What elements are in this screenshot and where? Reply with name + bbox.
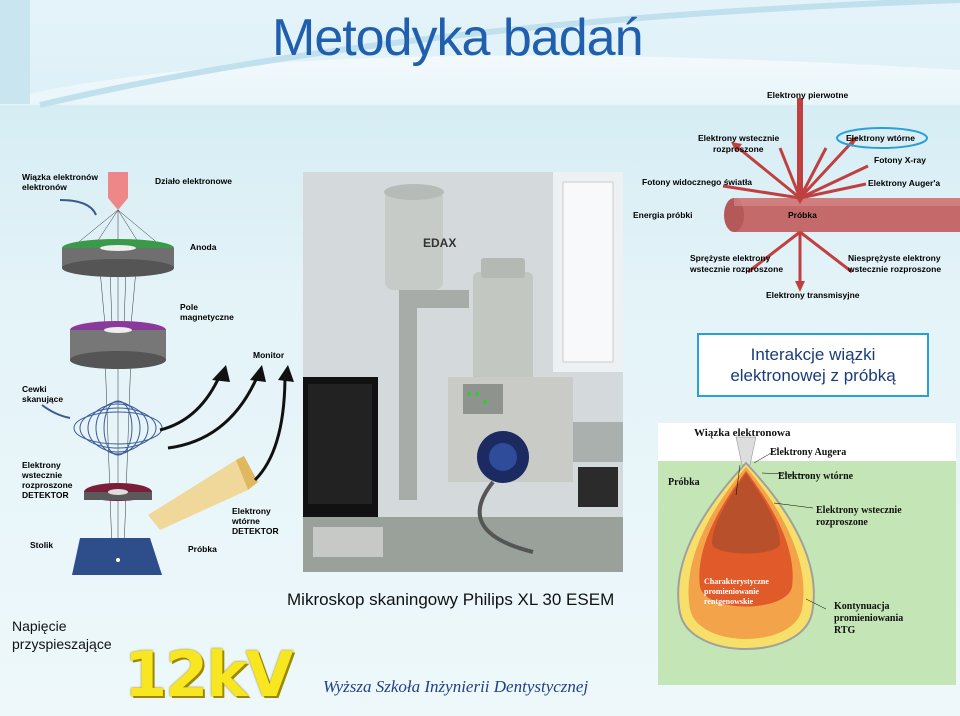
label-elastic-2: wstecznie rozproszone	[689, 264, 783, 274]
label-auger: Elektrony Auger'a	[868, 178, 940, 188]
label-field-1: Pole	[180, 302, 198, 312]
label-transmission: Elektrony transmisyjne	[766, 290, 860, 300]
label-se-3: DETEKTOR	[232, 526, 279, 536]
label-elastic-1: Sprężyste elektrony	[690, 253, 771, 263]
label-beam-2: elektronów	[22, 182, 67, 192]
label-vol-sample: Próbka	[668, 477, 700, 488]
voltage-caption-line2: przyspieszające	[12, 636, 112, 652]
label-bse-4: DETEKTOR	[22, 490, 69, 500]
label-field-2: magnetyczne	[180, 312, 234, 322]
header-swoosh	[0, 0, 960, 108]
interaction-caption-line1: Interakcje wiązki	[750, 345, 876, 364]
label-bse-1: Elektrony	[22, 460, 61, 470]
label-vol-char-1: Charakterystyczne	[704, 577, 769, 586]
label-vol-cont-1: Kontynuacja	[834, 601, 890, 612]
label-xray: Fotony X-ray	[874, 155, 926, 165]
voltage-caption-line1: Napięcie	[12, 618, 67, 634]
label-se-1: Elektrony	[232, 506, 271, 516]
label-bse-2: wstecznie	[21, 470, 62, 480]
label-vol-cont-3: RTG	[834, 625, 856, 636]
label-inelastic-2: wstecznie rozproszone	[847, 264, 941, 274]
voltage-value: 12kV	[124, 638, 293, 711]
label-vol-bse-2: rozproszone	[816, 517, 868, 528]
label-monitor: Monitor	[253, 350, 285, 360]
label-vol-bse-1: Elektrony wstecznie	[816, 505, 902, 516]
page-title: Metodyka badań	[272, 9, 643, 67]
label-anode: Anoda	[190, 242, 217, 252]
edax-label: EDAX	[423, 236, 456, 250]
label-sample-cylinder: Próbka	[788, 210, 817, 220]
label-vol-secondary: Elektrony wtórne	[778, 471, 854, 482]
label-secondary: Elektrony wtórne	[846, 133, 915, 143]
label-photons: Fotony widocznego światła	[642, 177, 752, 187]
label-primary: Elektrony pierwotne	[767, 90, 849, 100]
label-vol-cont-2: promieniowania	[834, 613, 903, 624]
interaction-caption-line2: elektronowej z próbką	[730, 366, 896, 385]
interaction-diagram: Elektrony pierwotne Elektrony wstecznie …	[633, 90, 960, 300]
label-coils-1: Cewki	[22, 384, 47, 394]
microscope-photo: EDAX	[303, 172, 623, 572]
label-beam: Wiązka elektronów	[22, 172, 98, 182]
label-energy: Energia próbki	[633, 210, 693, 220]
label-inelastic-1: Niesprężyste elektrony	[848, 253, 941, 263]
label-vol-auger: Elektrony Augera	[770, 447, 846, 458]
voltage-caption: Napięcie przyspieszające	[12, 617, 112, 653]
label-vol-beam: Wiązka elektronowa	[694, 427, 791, 439]
label-gun: Działo elektronowe	[155, 176, 232, 186]
sem-schematic-diagram: Wiązka elektronów elektronów Działo elek…	[21, 172, 294, 575]
label-backscattered-2: rozproszone	[713, 144, 764, 154]
interaction-volume-diagram: Wiązka elektronowa Elektrony Augera Prób…	[658, 423, 956, 685]
label-sample: Próbka	[188, 544, 217, 554]
label-backscattered-1: Elektrony wstecznie	[698, 133, 780, 143]
label-bse-3: rozproszone	[22, 480, 73, 490]
label-vol-char-2: promieniowanie	[704, 587, 759, 596]
label-se-2: wtórne	[231, 516, 260, 526]
label-coils-2: skanujące	[22, 394, 63, 404]
microscope-caption: Mikroskop skaningowy Philips XL 30 ESEM	[287, 590, 615, 609]
interaction-caption-box: Interakcje wiązki elektronowej z próbką	[697, 333, 929, 397]
label-vol-char-3: rentgenowskie	[704, 597, 754, 606]
label-stage: Stolik	[30, 540, 53, 550]
footer-institution: Wyższa Szkoła Inżynierii Dentystycznej	[323, 677, 589, 696]
